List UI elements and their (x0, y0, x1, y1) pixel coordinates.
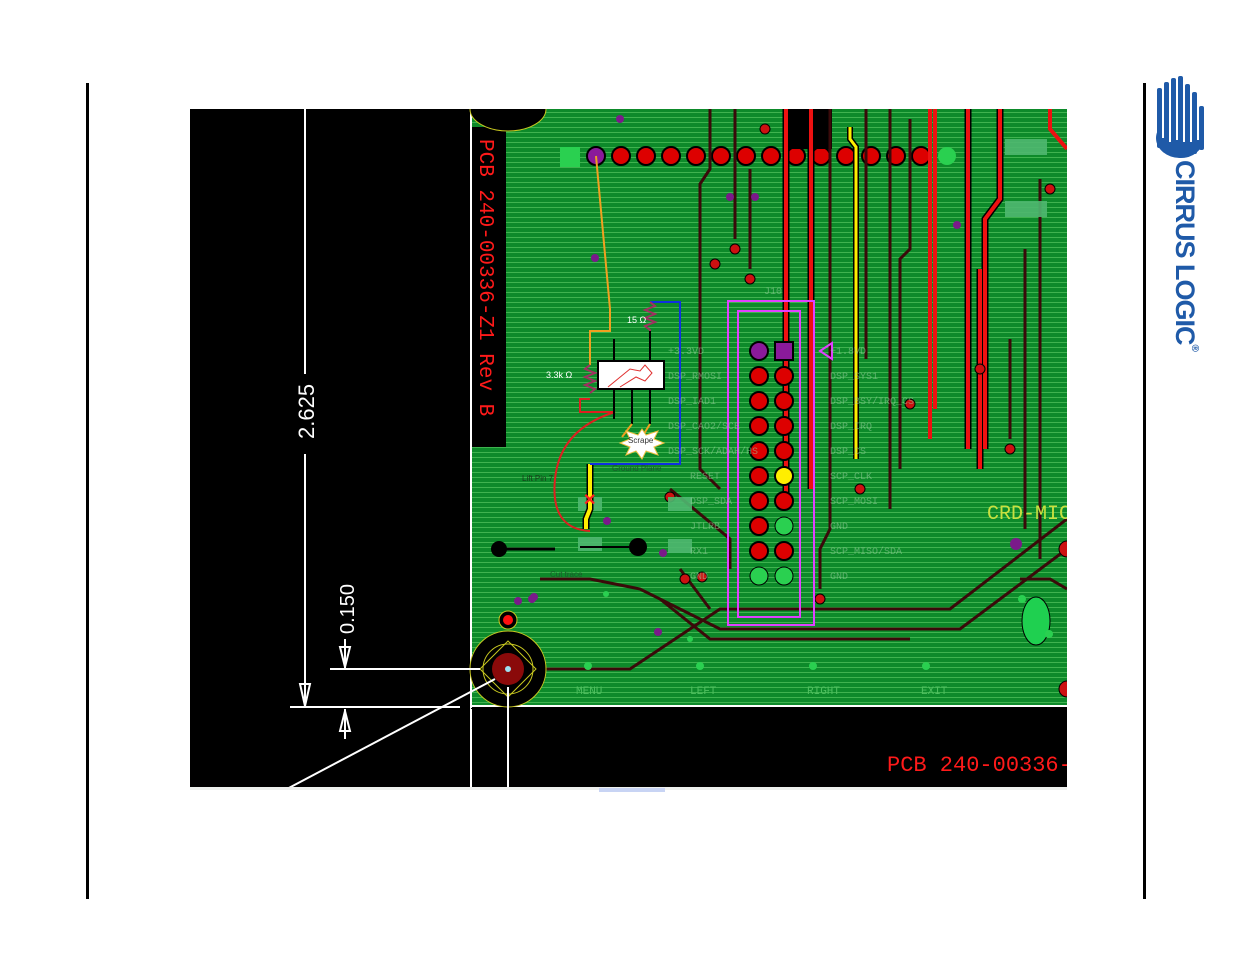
pin-label: DSP_SDA (690, 497, 732, 508)
pin-label: DSP_CS (830, 447, 866, 458)
scrape-label: Scrape (628, 436, 654, 445)
resistor-3k3-label: 3.3k Ω (546, 370, 573, 380)
silkscreen-bottom: PCB 240-00336- (887, 753, 1067, 778)
pin-label: DSP_SCK/ADAH/HS (668, 446, 758, 458)
cut-trace-label: Cut trace (550, 570, 583, 579)
resistor-15-label: 15 Ω (627, 315, 647, 325)
ic-sketch (597, 360, 665, 390)
right-margin-rule (1143, 83, 1146, 899)
cut-mark-icon: ✕ (583, 492, 596, 509)
cirrus-logic-logo-icon (1156, 76, 1204, 158)
pcb-drawing: ✕ (284, 109, 1067, 790)
board-label: CRD-MIC (987, 503, 1067, 526)
button-label-exit: EXIT (921, 686, 948, 698)
pin-label: GND (830, 572, 848, 583)
pin-label: DSP_BSY/IRQ_CS (830, 396, 914, 408)
pin-label: DSP_RMOSI (668, 372, 722, 383)
button-label-left: LEFT (690, 686, 717, 698)
ground-plane-label: Ground Plane (612, 464, 662, 473)
dimension-offset: 0.150 (337, 584, 359, 634)
figure-caption-highlight (599, 788, 665, 792)
pin-label: GND (830, 522, 848, 533)
pin-label: GND (690, 572, 708, 583)
pin-label: DSP_CAO2/SCE (668, 421, 740, 433)
pin-label: +1.8VD (830, 347, 866, 358)
lift-pin-label: Lift Pin 7 (522, 474, 554, 483)
pcb-layout-figure: ✕ (190, 109, 1067, 790)
logo-wordmark: CIRRUS LOGIC® (1170, 160, 1200, 351)
pin-label: SCP_MISO/SDA (830, 546, 902, 558)
pin-label: SCP_CLK (830, 472, 872, 483)
dimension-overall: 2.625 (294, 384, 319, 439)
pin-label: +3.3VD (668, 347, 704, 358)
connector-ref: J10 (764, 287, 782, 298)
button-label-right: RIGHT (807, 686, 840, 698)
button-label-menu: MENU (576, 686, 602, 698)
pin-label: DSP_IRQ (830, 422, 872, 433)
left-margin-rule (86, 83, 89, 899)
pin-label: DSP_IAD1 (668, 397, 716, 408)
silkscreen-vertical: PCB 240-00336-Z1 Rev B (473, 139, 496, 416)
pin-label: JTLRB (690, 522, 720, 533)
pin-label: DSP_SYS1 (830, 372, 878, 383)
pin-label: RESET (690, 472, 720, 483)
pin-label: SCP_MOSI (830, 497, 878, 508)
pin-label: RX1 (690, 547, 708, 558)
